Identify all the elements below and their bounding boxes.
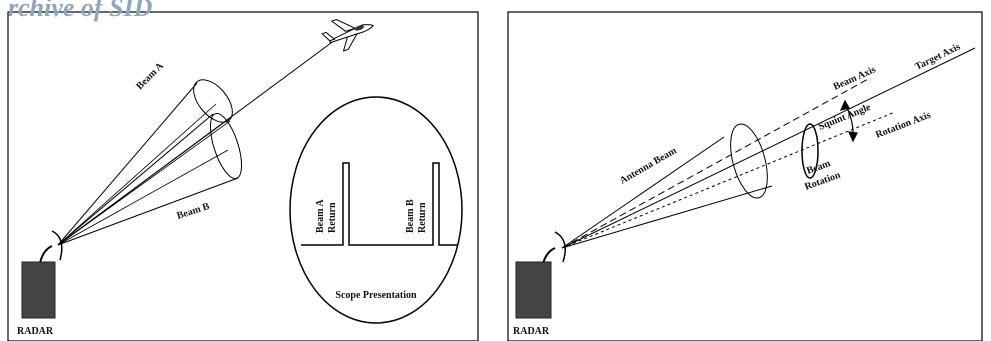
beam-rotation-ellipse — [801, 123, 819, 179]
watermark-text: rchive of SID — [8, 0, 153, 22]
radar-icon — [21, 230, 63, 319]
beam-axis-line — [561, 77, 871, 249]
scope-trace — [301, 162, 458, 246]
right-panel: Beam Axis Target Axis Squint Angle Rotat… — [507, 11, 983, 341]
radar-icon — [515, 231, 566, 319]
return-b-label-line2: Return — [417, 202, 428, 233]
target-axis-line — [561, 47, 976, 249]
target-line — [57, 39, 336, 246]
aircraft-icon — [321, 19, 374, 52]
beam-b-cone — [57, 112, 243, 246]
right-panel-frame — [507, 11, 983, 341]
left-panel: Beam A Beam B Beam A Return Beam B Retur… — [7, 11, 479, 341]
left-panel-frame — [7, 11, 479, 341]
scope-title: Scope Presentation — [335, 290, 417, 301]
squint-angle-arrow — [839, 99, 858, 143]
return-a-label-line2: Return — [327, 202, 338, 233]
return-b-label-line1: Beam B — [405, 199, 416, 233]
scope-ellipse — [289, 96, 463, 324]
left-radar-label: RADAR — [17, 326, 54, 337]
return-a-label-line1: Beam A — [315, 199, 326, 233]
right-radar-label: RADAR — [513, 326, 550, 337]
